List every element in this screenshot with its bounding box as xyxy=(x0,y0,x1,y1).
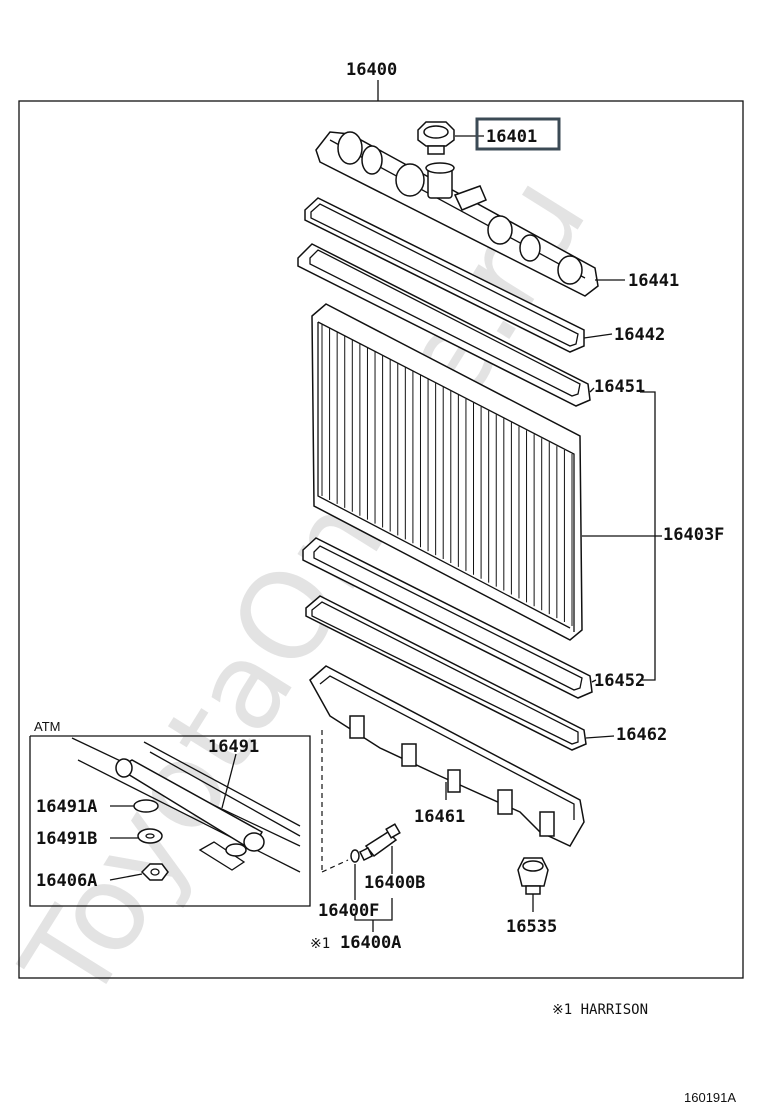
label-16400F[interactable]: 16400F xyxy=(318,901,379,921)
upper-seal-plate[interactable] xyxy=(297,243,591,407)
label-16401[interactable]: 16401 xyxy=(486,127,537,147)
harrison-note: ※1 HARRISON xyxy=(552,1002,648,1018)
diagram-frame xyxy=(18,100,744,979)
label-16491B[interactable]: 16491B xyxy=(36,829,97,849)
label-16403F[interactable]: 16403F xyxy=(663,525,724,545)
label-16462[interactable]: 16462 xyxy=(616,725,667,745)
drain-cock[interactable] xyxy=(358,823,401,862)
drain-o-ring[interactable] xyxy=(350,849,360,863)
leader-16491 xyxy=(221,753,237,809)
part-16535[interactable] xyxy=(517,857,549,895)
label-16535[interactable]: 16535 xyxy=(506,917,557,937)
atm-inset: ATM xyxy=(29,719,311,907)
washer-16491B[interactable] xyxy=(137,828,163,844)
label-16400B[interactable]: 16400B xyxy=(364,873,425,893)
leader-16451 xyxy=(589,387,595,393)
mounting-dash-line xyxy=(321,859,349,873)
label-16441[interactable]: 16441 xyxy=(628,271,679,291)
leader-16442 xyxy=(583,333,613,339)
radiator-core[interactable] xyxy=(311,303,583,641)
label-16451[interactable]: 16451 xyxy=(594,377,645,397)
diagram-code: 160191A xyxy=(684,1090,736,1105)
label-16400[interactable]: 16400 xyxy=(346,60,397,80)
radiator-cap[interactable] xyxy=(417,121,455,155)
note-mark-16400A: ※1 xyxy=(310,936,330,952)
washer-16491A[interactable] xyxy=(133,799,159,813)
leader-16462 xyxy=(585,735,615,739)
label-16452[interactable]: 16452 xyxy=(594,671,645,691)
upper-tank[interactable] xyxy=(315,131,599,297)
lower-tank[interactable] xyxy=(309,665,585,847)
label-16442[interactable]: 16442 xyxy=(614,325,665,345)
lower-gasket[interactable] xyxy=(305,595,587,751)
lower-seal-plate[interactable] xyxy=(302,537,593,699)
label-16461[interactable]: 16461 xyxy=(414,807,465,827)
core-fins xyxy=(321,324,573,626)
highlight-box-16401 xyxy=(475,117,561,151)
upper-gasket[interactable] xyxy=(304,197,585,353)
label-16491A[interactable]: 16491A xyxy=(36,797,97,817)
label-16406A[interactable]: 16406A xyxy=(36,871,97,891)
label-16400A[interactable]: 16400A xyxy=(340,933,401,953)
atm-label: ATM xyxy=(34,719,60,734)
leader-16452 xyxy=(591,679,597,683)
leader-16406A xyxy=(109,873,143,881)
label-16491[interactable]: 16491 xyxy=(208,737,259,757)
nut-16406A[interactable] xyxy=(140,863,169,881)
oil-cooler-pipe[interactable] xyxy=(115,758,265,871)
